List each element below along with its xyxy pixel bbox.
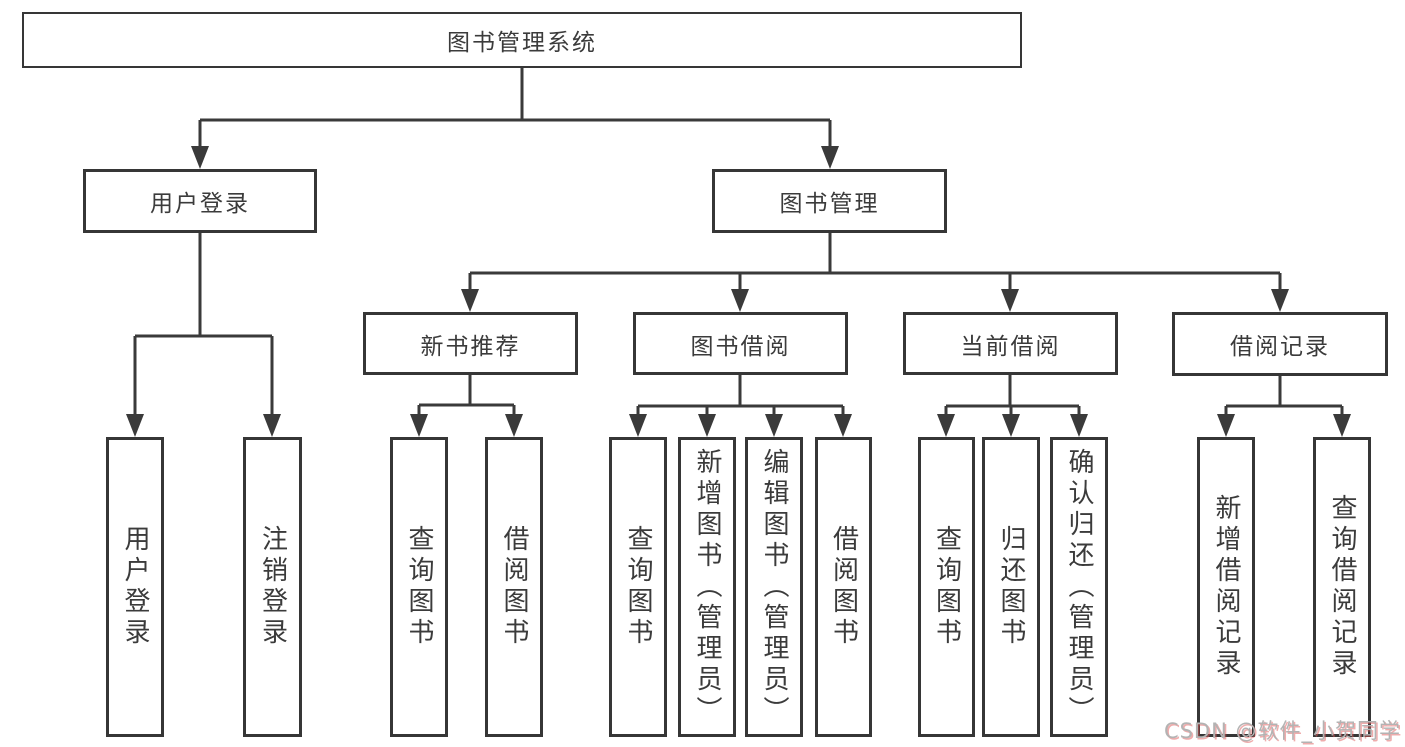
leaf-label: 确认归还（管理员）	[1064, 447, 1094, 727]
leaf-label: 用户登录	[120, 525, 150, 649]
node-user-login: 用户登录	[83, 169, 317, 233]
leaf-label: 借阅图书	[499, 525, 529, 649]
leaf-label: 查询图书	[404, 525, 434, 649]
leaf-add-borrow-record: 新增借阅记录	[1197, 437, 1255, 737]
node-book-borrowing: 图书借阅	[633, 312, 848, 375]
node-label: 图书管理系统	[447, 30, 597, 56]
leaf-label: 查询图书	[931, 525, 962, 649]
leaf-add-books-admin: 新增图书（管理员）	[678, 437, 736, 737]
leaf-label: 注销登录	[257, 525, 288, 649]
node-label: 用户登录	[150, 191, 250, 217]
node-library-management-system: 图书管理系统	[22, 12, 1022, 68]
leaf-label: 查询图书	[623, 525, 653, 649]
leaf-edit-books-admin: 编辑图书（管理员）	[745, 437, 803, 737]
node-label: 新书推荐	[420, 333, 521, 360]
leaf-label: 编辑图书（管理员）	[759, 447, 789, 727]
node-label: 借阅记录	[1230, 334, 1330, 360]
leaf-label: 新增图书（管理员）	[692, 447, 722, 727]
leaf-borrow-books: 借阅图书	[815, 437, 872, 737]
node-book-management: 图书管理	[712, 169, 947, 233]
leaf-return-books: 归还图书	[982, 437, 1040, 737]
leaf-label: 查询借阅记录	[1327, 494, 1357, 680]
node-current-borrowing: 当前借阅	[903, 312, 1118, 375]
node-borrowing-records: 借阅记录	[1172, 312, 1388, 376]
node-label: 图书借阅	[690, 333, 791, 360]
leaf-logout: 注销登录	[243, 437, 302, 737]
leaf-user-login: 用户登录	[106, 437, 164, 737]
leaf-borrow-books-recommend: 借阅图书	[485, 437, 543, 737]
node-label: 图书管理	[779, 191, 880, 217]
leaf-label: 借阅图书	[828, 525, 859, 649]
csdn-watermark: CSDN @软件_小贺同学	[1163, 719, 1401, 743]
leaf-query-books-recommend: 查询图书	[390, 437, 448, 737]
leaf-confirm-return-admin: 确认归还（管理员）	[1050, 437, 1108, 737]
leaf-query-books-borrow: 查询图书	[609, 437, 667, 737]
node-label: 当前借阅	[960, 333, 1061, 360]
leaf-label: 归还图书	[996, 525, 1026, 649]
leaf-label: 新增借阅记录	[1211, 494, 1241, 680]
leaf-query-books-current: 查询图书	[918, 437, 975, 737]
leaf-query-borrow-record: 查询借阅记录	[1313, 437, 1371, 737]
node-new-book-recommend: 新书推荐	[363, 312, 578, 375]
